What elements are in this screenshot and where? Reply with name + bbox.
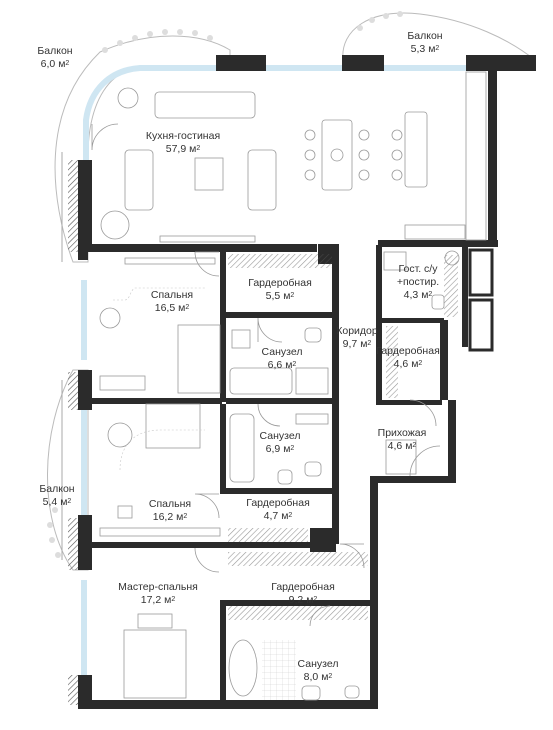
room-area: 4,6 м2 xyxy=(393,358,423,370)
outer-walls xyxy=(78,55,536,709)
room-name: Гардеробная xyxy=(376,345,440,357)
interior-walls xyxy=(92,244,444,705)
room-area: 57,9 м2 xyxy=(165,143,201,155)
room-name: Балкон xyxy=(407,30,443,42)
doors xyxy=(91,123,441,627)
room-area: 17,2 м2 xyxy=(140,594,176,606)
room-name: Санузел xyxy=(261,346,303,358)
room-area: 6,9 м2 xyxy=(265,443,295,455)
room-name: Мастер-спальня xyxy=(118,581,198,593)
room-area: 9,2 м2 xyxy=(288,594,318,606)
right-shafts xyxy=(468,248,494,352)
room-name: Санузел xyxy=(259,430,301,442)
room-name: Гост. с/у +постир. xyxy=(396,263,440,288)
room-area: 16,5 м2 xyxy=(154,302,190,314)
room-name: Балкон xyxy=(37,45,73,57)
room-name: Спальня xyxy=(150,289,194,301)
room-name: Гардеробная xyxy=(271,581,335,593)
room-area: 6,0 м2 xyxy=(40,58,70,70)
room-name: Спальня xyxy=(148,498,192,510)
room-area: 9,7 м2 xyxy=(342,338,372,350)
glazing xyxy=(81,65,470,680)
room-name: Санузел xyxy=(297,658,339,670)
furniture xyxy=(99,71,487,701)
room-area: 4,3 м2 xyxy=(403,289,433,301)
room-name: Коридор xyxy=(336,325,378,337)
room-area: 4,7 м2 xyxy=(263,510,293,522)
ceiling-lines xyxy=(113,287,205,471)
room-area: 5,3 м2 xyxy=(410,43,440,55)
balcony-plants xyxy=(47,11,403,558)
room-name: Гардеробная xyxy=(248,277,312,289)
room-name: Балкон xyxy=(39,483,75,495)
room-area: 6,6 м2 xyxy=(267,359,297,371)
bathroom-floors xyxy=(262,640,296,700)
room-name: Кухня-гостиная xyxy=(145,130,221,142)
facade-hatching xyxy=(68,160,78,705)
wardrobe-hatching xyxy=(228,254,458,620)
room-area: 5,4 м2 xyxy=(42,496,72,508)
room-name: Прихожая xyxy=(377,427,427,439)
room-area: 8,0 м2 xyxy=(303,671,333,683)
room-area: 4,6 м2 xyxy=(387,440,417,452)
room-area: 16,2 м2 xyxy=(152,511,188,523)
room-area: 5,5 м2 xyxy=(265,290,295,302)
room-label-guest-wc: Гост. с/у +постир.4,3 м2 xyxy=(397,263,439,302)
room-name: Гардеробная xyxy=(246,497,310,509)
